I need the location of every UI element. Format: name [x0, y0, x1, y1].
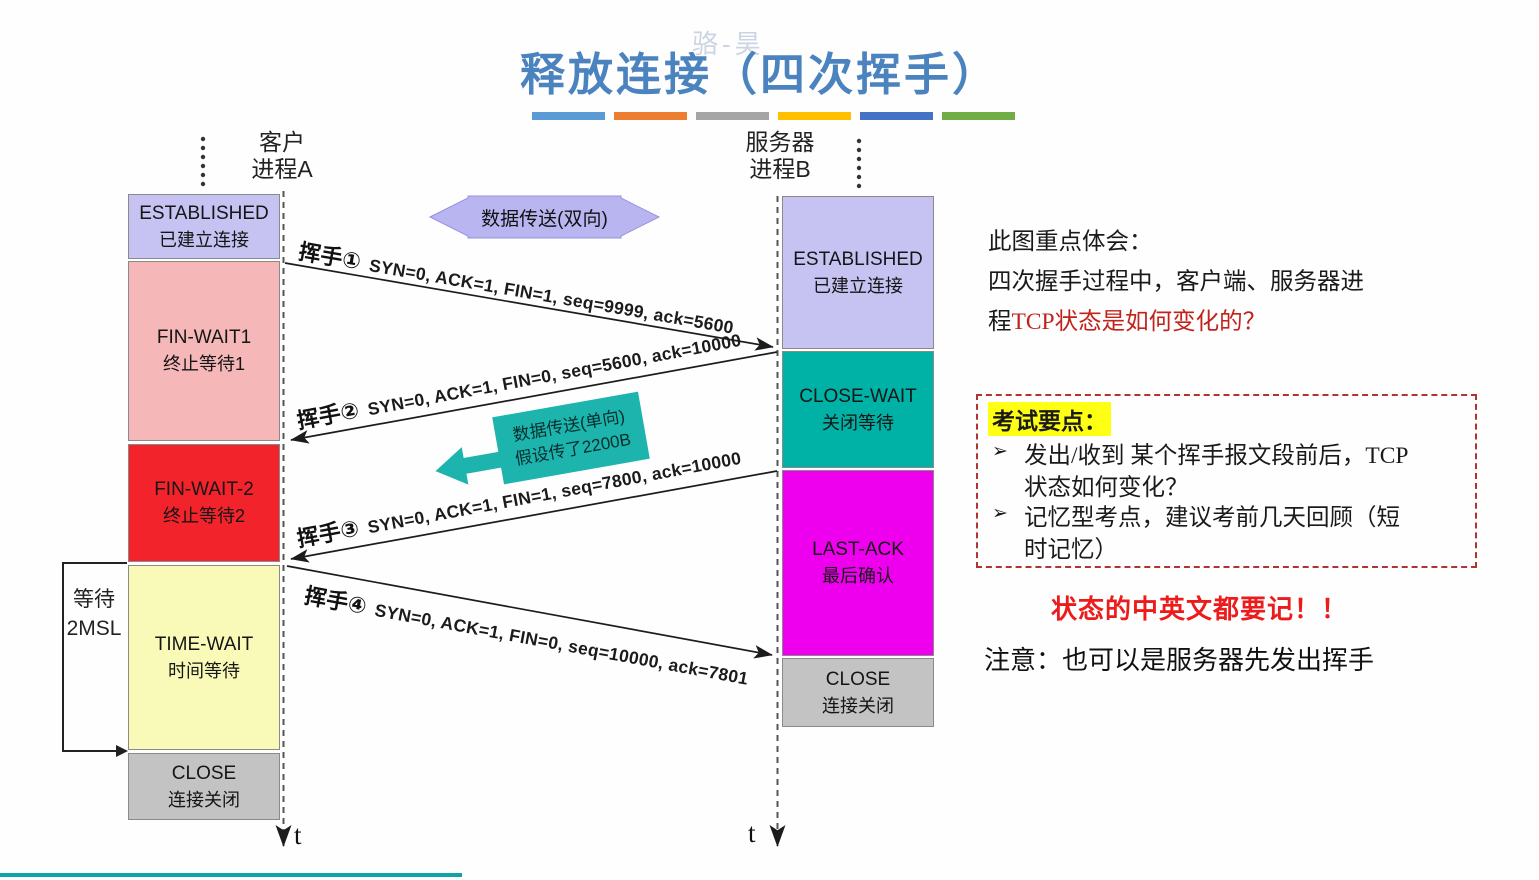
message-fin1-text: SYN=0, ACK=1, FIN=1, seq=9999, ack=5600	[367, 255, 736, 338]
message-fin1: 挥手① SYN=0, ACK=1, FIN=1, seq=9999, ack=5…	[297, 234, 737, 341]
exam-bullet1-line2: 状态如何变化？	[1024, 475, 1189, 501]
state-en: CLOSE	[171, 762, 237, 784]
state-en: FIN-WAIT1	[156, 327, 252, 348]
state-zh: 时间等待	[168, 660, 240, 681]
state-box-client-time-wait: TIME-WAIT 时间等待	[128, 565, 280, 750]
wait-2msl-bracket-arrowhead	[116, 745, 128, 757]
message-ack2-label: 挥手④	[302, 582, 369, 619]
page-title: 释放连接（四次挥手）	[519, 49, 1000, 100]
state-zh: 已建立连接	[813, 275, 903, 296]
watermark: 骆-昊	[692, 29, 765, 59]
state-en: TIME-WAIT	[154, 633, 254, 655]
bullet1-icon: ➢	[992, 440, 1008, 462]
state-zh: 已建立连接	[159, 229, 249, 250]
state-en: CLOSE	[825, 668, 891, 690]
bullet2-icon: ➢	[992, 502, 1008, 524]
exam-bullet2-line1: 记忆型考点，建议考前几天回顾（短	[1024, 505, 1400, 531]
exam-title: 考试要点：	[988, 402, 1111, 436]
unidirectional-arrow-shape	[435, 447, 504, 485]
bidirectional-transfer-label: 数据传送(双向)	[481, 208, 608, 230]
state-box-client-fin-wait2: FIN-WAIT-2 终止等待2	[128, 444, 280, 562]
server-header-line2: 进程B	[749, 156, 811, 182]
divider-bar-1	[532, 112, 605, 120]
focus-paragraph: 此图重点体会： 四次握手过程中，客户端、服务器进 程TCP状态是如何变化的？	[988, 222, 1364, 342]
state-en: CLOSE-WAIT	[799, 385, 917, 407]
message-ack2: 挥手④ SYN=0, ACK=1, FIN=0, seq=10000, ack=…	[302, 578, 751, 692]
divider-bar-3	[696, 112, 769, 120]
focus-line2: 四次握手过程中，客户端、服务器进	[988, 269, 1364, 295]
state-box-client-established: ESTABLISHED 已建立连接	[128, 194, 280, 259]
message-ack1-label: 挥手②	[294, 397, 362, 434]
state-zh: 终止等待2	[162, 506, 245, 526]
state-en: LAST-ACK	[812, 539, 904, 560]
note-text: 注意：也可以是服务器先发出挥手	[984, 646, 1375, 675]
divider-bar-5	[860, 112, 933, 120]
wait-2msl-label: 等待 2MSL	[62, 585, 126, 643]
wait-2msl-line1: 等待	[73, 588, 115, 611]
focus-line3-black: 程	[988, 309, 1012, 335]
state-zh: 终止等待1	[162, 354, 245, 374]
client-axis-label: t	[294, 820, 302, 850]
state-box-server-close-wait: CLOSE-WAIT 关闭等待	[782, 351, 934, 468]
server-leader-dots	[856, 138, 862, 189]
message-fin2-label: 挥手③	[294, 515, 362, 552]
state-zh: 连接关闭	[822, 695, 894, 716]
bottom-rule	[0, 873, 462, 877]
server-header: 服务器 进程B	[730, 129, 830, 183]
client-header-line1: 客户	[259, 129, 305, 155]
state-box-server-close: CLOSE 连接关闭	[782, 658, 934, 727]
focus-line3: 程TCP状态是如何变化的？	[988, 302, 1364, 342]
warning-text: 状态的中英文都要记！！	[1051, 594, 1349, 624]
client-header-line2: 进程A	[251, 156, 313, 182]
exam-points-box: 考试要点： ➢ 发出/收到 某个挥手报文段前后，TCP 状态如何变化？ ➢ 记忆…	[976, 394, 1477, 568]
state-en: FIN-WAIT-2	[154, 479, 254, 500]
message-ack2-text: SYN=0, ACK=1, FIN=0, seq=10000, ack=7801	[373, 599, 751, 689]
server-header-line1: 服务器	[745, 129, 815, 155]
client-leader-dots	[200, 136, 206, 187]
exam-bullet2-line2: 时记忆）	[1024, 537, 1118, 563]
divider-bars	[532, 112, 1015, 120]
state-zh: 最后确认	[822, 566, 894, 586]
state-box-server-established: ESTABLISHED 已建立连接	[782, 196, 934, 349]
state-box-server-last-ack: LAST-ACK 最后确认	[782, 470, 934, 656]
focus-line1: 此图重点体会：	[988, 229, 1153, 255]
wait-2msl-line2: 2MSL	[66, 617, 122, 640]
state-en: ESTABLISHED	[793, 248, 923, 270]
state-box-client-fin-wait1: FIN-WAIT1 终止等待1	[128, 261, 280, 441]
divider-bar-2	[614, 112, 687, 120]
exam-bullet1-line1: 发出/收到 某个挥手报文段前后，TCP	[1024, 443, 1409, 469]
state-zh: 连接关闭	[168, 789, 240, 810]
state-box-client-close: CLOSE 连接关闭	[128, 753, 280, 820]
state-en: ESTABLISHED	[139, 202, 269, 224]
divider-bar-4	[778, 112, 851, 120]
focus-line3-red: TCP状态是如何变化的？	[1011, 309, 1267, 335]
message-fin1-label: 挥手①	[296, 238, 363, 275]
server-axis-label: t	[748, 818, 756, 848]
state-zh: 关闭等待	[822, 412, 894, 433]
divider-bar-6	[942, 112, 1015, 120]
client-header: 客户 进程A	[232, 129, 332, 183]
